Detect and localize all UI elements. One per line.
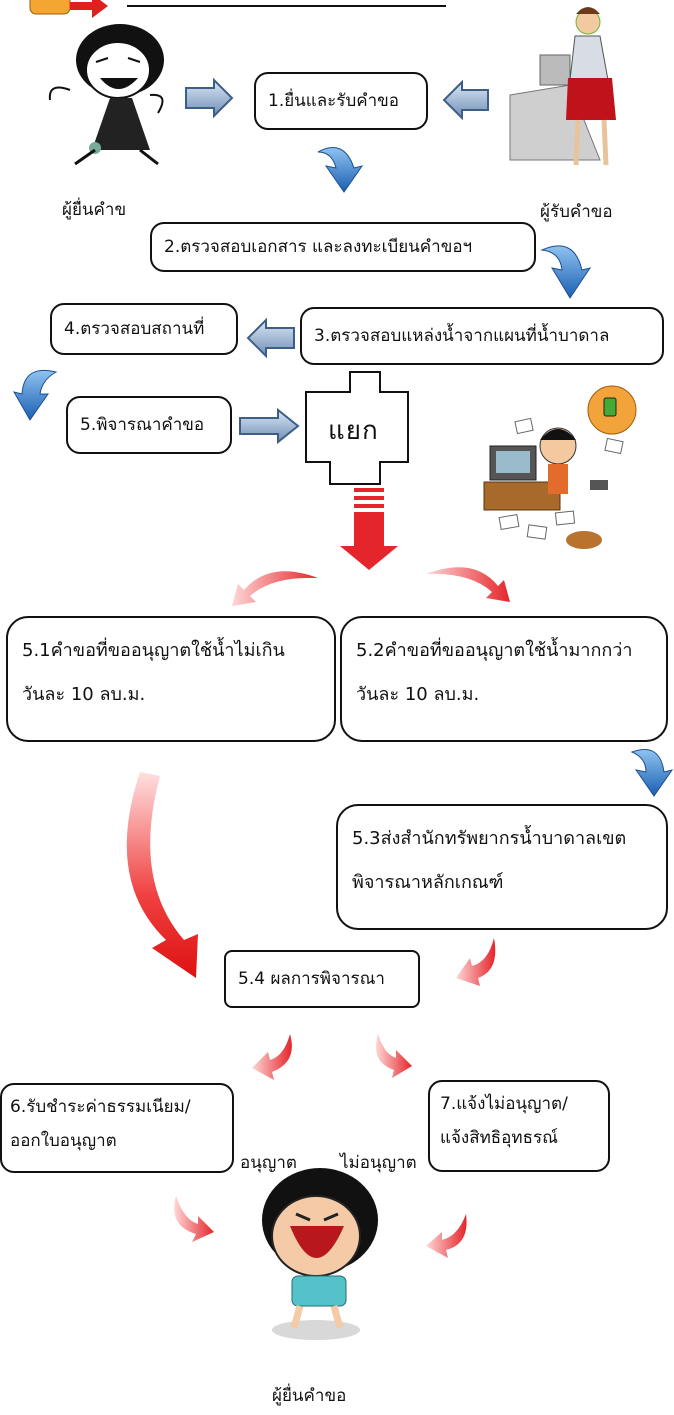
step-1-box: 1.ยื่นและรับคำขอ (254, 72, 428, 130)
step-5-1-line2: วันละ 10 ลบ.ม. (22, 683, 146, 705)
applicant-cartoon-bottom (262, 1168, 378, 1340)
applicant-cartoon-top (48, 24, 164, 166)
step-1-label: 1.ยื่นและรับคำขอ (268, 90, 399, 111)
step-5-label: 5.พิจารณาคำขอ (80, 414, 205, 435)
step-4-label: 4.ตรวจสอบสถานที่ (64, 318, 205, 339)
step-2-box: 2.ตรวจสอบเอกสาร และลงทะเบียนคำขอฯ (150, 222, 536, 272)
step-6-box: 6.รับชำระค่าธรรมเนียม/ ออกใบอนุญาต (0, 1083, 234, 1173)
curved-arrow-down-icon (317, 147, 364, 193)
step-6-line2: ออกใบอนุญาต (10, 1131, 117, 1152)
curved-arrow-left-icon (252, 1034, 292, 1080)
big-down-arrow-icon (340, 488, 398, 570)
step-7-line2: แจ้งสิทธิอุทธรณ์ (440, 1128, 558, 1149)
step-5-box: 5.พิจารณาคำขอ (66, 396, 232, 454)
step-3-box: 3.ตรวจสอบแหล่งน้ำจากแผนที่น้ำบาดาล (300, 307, 664, 365)
split-label: แยก (328, 416, 379, 446)
curved-arrow-right-icon (376, 1034, 412, 1078)
curved-arrow-left-icon (426, 1214, 467, 1258)
step-5-4-box: 5.4 ผลการพิจารณา (224, 950, 420, 1008)
step-5-1-line1: 5.1คำขอที่ขออนุญาตใช้น้ำไม่เกิน (22, 640, 285, 661)
step-5-3-line2: พิจารณาหลักเกณฑ์ (352, 871, 504, 893)
receiver-cartoon (509, 7, 616, 166)
outcome-deny-label: ไม่อนุญาต (340, 1153, 417, 1173)
curved-arrow-down-icon (12, 369, 58, 421)
curved-arrow-left-icon (456, 938, 496, 986)
curved-arrow-down-icon (540, 245, 592, 299)
step-5-1-box: 5.1คำขอที่ขออนุญาตใช้น้ำไม่เกิน วันละ 10… (6, 616, 336, 742)
step-4-box: 4.ตรวจสอบสถานที่ (50, 303, 238, 355)
step-5-3-line1: 5.3ส่งสำนักทรัพยากรน้ำบาดาลเขต (352, 828, 627, 849)
curved-arrow-down-icon (630, 749, 674, 797)
arrow-left-icon (442, 79, 489, 121)
applicant-label-bottom: ผู้ยื่นคำขอ (272, 1386, 347, 1406)
step-6-line1: 6.รับชำระค่าธรรมเนียม/ (10, 1097, 191, 1117)
step-5-2-box: 5.2คำขอที่ขออนุญาตใช้น้ำมากกว่า วันละ 10… (340, 616, 668, 742)
hand-pointer-icon (29, 0, 108, 18)
step-3-label: 3.ตรวจสอบแหล่งน้ำจากแผนที่น้ำบาดาล (314, 325, 610, 346)
step-5-3-box: 5.3ส่งสำนักทรัพยากรน้ำบาดาลเขต พิจารณาหล… (336, 804, 668, 930)
step-7-box: 7.แจ้งไม่อนุญาต/ แจ้งสิทธิอุทธรณ์ (428, 1080, 610, 1172)
split-cross-shape (305, 371, 409, 485)
step-7-line1: 7.แจ้งไม่อนุญาต/ (440, 1094, 568, 1114)
step-2-label: 2.ตรวจสอบเอกสาร และลงทะเบียนคำขอฯ (164, 236, 473, 257)
curved-arrow-left-icon (232, 571, 318, 606)
step-5-4-label: 5.4 ผลการพิจารณา (238, 968, 385, 989)
office-worker-cartoon (483, 385, 637, 549)
outcome-approve-label: อนุญาต (240, 1153, 297, 1173)
step-5-2-line2: วันละ 10 ลบ.ม. (356, 683, 480, 705)
curved-arrow-right-icon (174, 1196, 214, 1242)
arrow-left-icon (246, 317, 295, 359)
large-curved-arrow-down-icon (126, 772, 198, 978)
receiver-label: ผู้รับคำขอ (540, 202, 613, 222)
applicant-label-top: ผู้ยื่นคำข (62, 200, 127, 220)
arrow-right-icon (239, 407, 300, 445)
curved-arrow-right-icon (426, 567, 510, 602)
arrow-right-icon (185, 77, 234, 119)
step-5-2-line1: 5.2คำขอที่ขออนุญาตใช้น้ำมากกว่า (356, 640, 633, 661)
